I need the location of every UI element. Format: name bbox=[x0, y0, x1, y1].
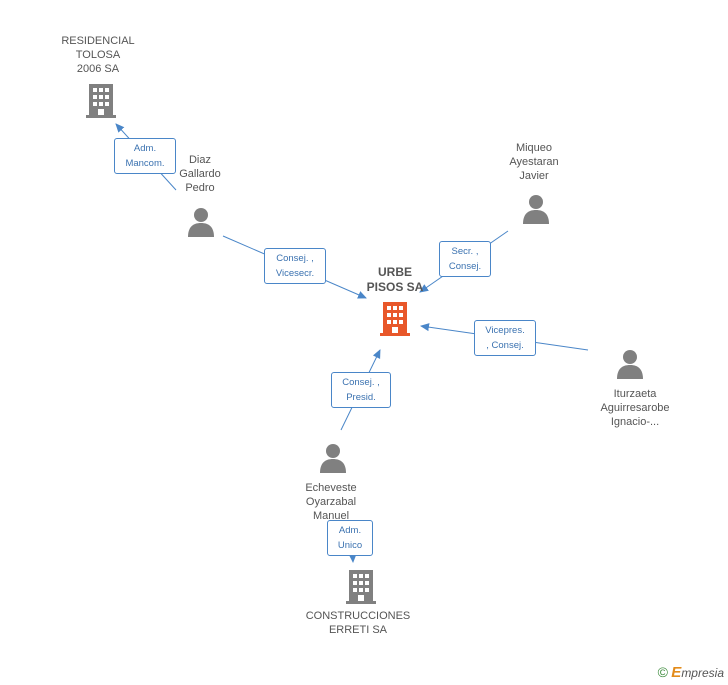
person-icon bbox=[188, 208, 214, 237]
node-label-iturzaeta: Iturzaeta Aguirresarobe Ignacio-... bbox=[600, 388, 670, 428]
brand-logo-text: mpresia bbox=[681, 666, 724, 680]
building-icon bbox=[346, 570, 376, 604]
edge-label-diaz-main[interactable]: Consej. , Vicesecr. bbox=[264, 248, 326, 284]
edge-label-diaz-residencial[interactable]: Adm. Mancom. bbox=[114, 138, 176, 174]
node-label-diaz: Diaz Gallardo Pedro bbox=[179, 154, 221, 194]
edge-label-echeveste-main[interactable]: Consej. , Presid. bbox=[331, 372, 391, 408]
node-label-construcciones: CONSTRUCCIONES ERRETI SA bbox=[305, 610, 411, 636]
edge-label-iturzaeta-main[interactable]: Vicepres. , Consej. bbox=[474, 320, 536, 356]
person-icon bbox=[523, 195, 549, 224]
node-label-main-company: URBE PISOS SA bbox=[366, 265, 424, 294]
person-icon bbox=[320, 444, 346, 473]
node-label-residencial: RESIDENCIAL TOLOSA 2006 SA bbox=[61, 35, 135, 75]
edge-label-miqueo-main[interactable]: Secr. , Consej. bbox=[439, 241, 491, 277]
copyright-icon: © bbox=[657, 664, 668, 680]
brand-footer: © Empresia bbox=[658, 664, 724, 681]
person-icon bbox=[617, 350, 643, 379]
node-label-echeveste: Echeveste Oyarzabal Manuel bbox=[305, 482, 357, 522]
node-label-miqueo: Miqueo Ayestaran Javier bbox=[509, 142, 559, 182]
main-company-building-icon bbox=[380, 302, 410, 336]
brand-logo-initial: E bbox=[671, 664, 682, 681]
building-icon bbox=[86, 84, 116, 118]
edge-label-echeveste-construcciones[interactable]: Adm. Unico bbox=[327, 520, 373, 556]
